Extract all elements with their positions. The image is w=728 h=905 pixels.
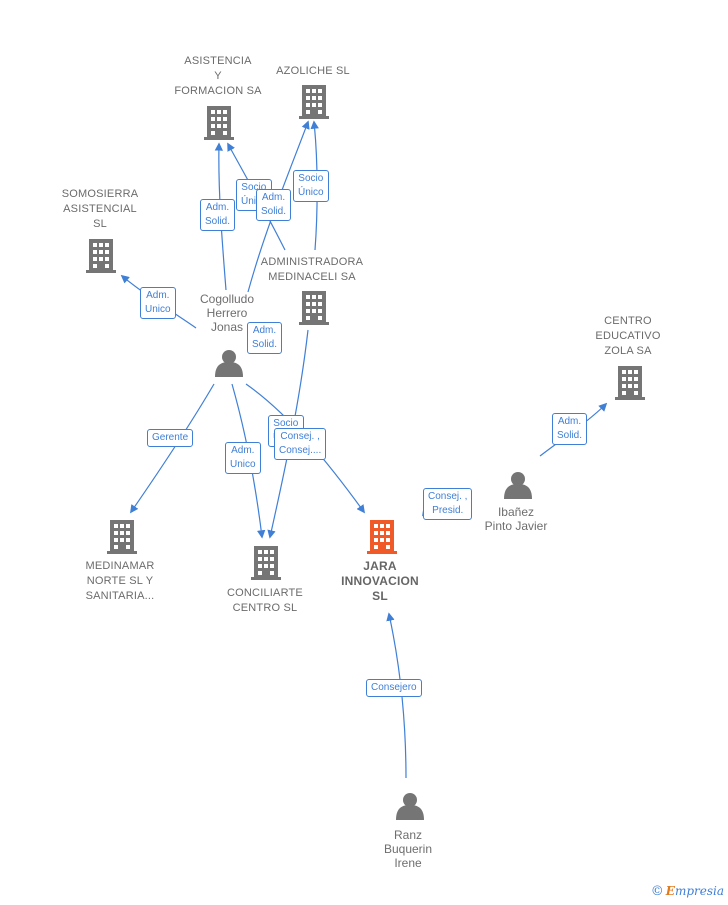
somosierra-building-icon[interactable] — [86, 239, 116, 273]
azoliche-building-icon[interactable] — [299, 85, 329, 119]
node-label-somosierra[interactable]: SOMOSIERRA ASISTENCIAL SL — [61, 188, 139, 230]
node-label-ibanez[interactable]: Ibañez Pinto Javier — [484, 505, 548, 533]
medinamar-building-icon[interactable] — [107, 520, 137, 554]
node-label-cogolludo[interactable]: Cogolludo Herrero Jonas — [199, 292, 255, 334]
node-label-asistencia[interactable]: ASISTENCIA Y FORMACION SA — [174, 55, 262, 97]
node-label-centro[interactable]: CENTRO EDUCATIVO ZOLA SA — [595, 315, 661, 357]
node-label-conciliarte[interactable]: CONCILIARTE CENTRO SL — [227, 587, 303, 614]
edge-label-consej[interactable]: Consej. , Consej.... — [274, 428, 327, 460]
conciliarte-building-icon[interactable] — [251, 546, 281, 580]
edge-label-adm-solid[interactable]: Adm. Solid. — [552, 413, 588, 445]
ibanez-person-icon[interactable] — [504, 472, 532, 499]
ranz-person-icon[interactable] — [396, 793, 424, 820]
asistencia-building-icon[interactable] — [204, 106, 234, 140]
edge-cogolludo-medinamar — [130, 383, 215, 514]
administradora-building-icon[interactable] — [299, 291, 329, 325]
edge-label-adm-unico[interactable]: Adm. Unico — [140, 287, 176, 319]
cogolludo-person-icon[interactable] — [215, 350, 243, 377]
node-label-administradora[interactable]: ADMINISTRADORA MEDINACELI SA — [260, 256, 364, 283]
edge-label-gerente[interactable]: Gerente — [147, 429, 194, 447]
edge-label-consejero[interactable]: Consejero — [366, 679, 422, 697]
empresia-logo[interactable]: ©Empresia — [650, 884, 724, 899]
node-label-jara[interactable]: JARA INNOVACION SL — [341, 559, 419, 603]
edge-label-socio-unico[interactable]: Socio Único — [293, 170, 329, 202]
edge-label-adm-unico[interactable]: Adm. Unico — [225, 442, 261, 474]
node-label-medinamar[interactable]: MEDINAMAR NORTE SL Y SANITARIA... — [85, 560, 155, 602]
edge-label-consej-presid[interactable]: Consej. , Presid. — [423, 488, 473, 520]
copyright-icon: © — [650, 884, 664, 899]
edge-label-adm-solid[interactable]: Adm. Solid. — [256, 189, 292, 221]
jara-building-icon[interactable] — [367, 520, 397, 554]
centro-building-icon[interactable] — [615, 366, 645, 400]
node-label-ranz[interactable]: Ranz Buquerin Irene — [383, 828, 433, 870]
edge-label-adm-solid[interactable]: Adm. Solid. — [200, 199, 236, 231]
node-label-azoliche[interactable]: AZOLICHE SL — [276, 65, 350, 77]
edge-label-adm-solid[interactable]: Adm. Solid. — [247, 322, 283, 354]
